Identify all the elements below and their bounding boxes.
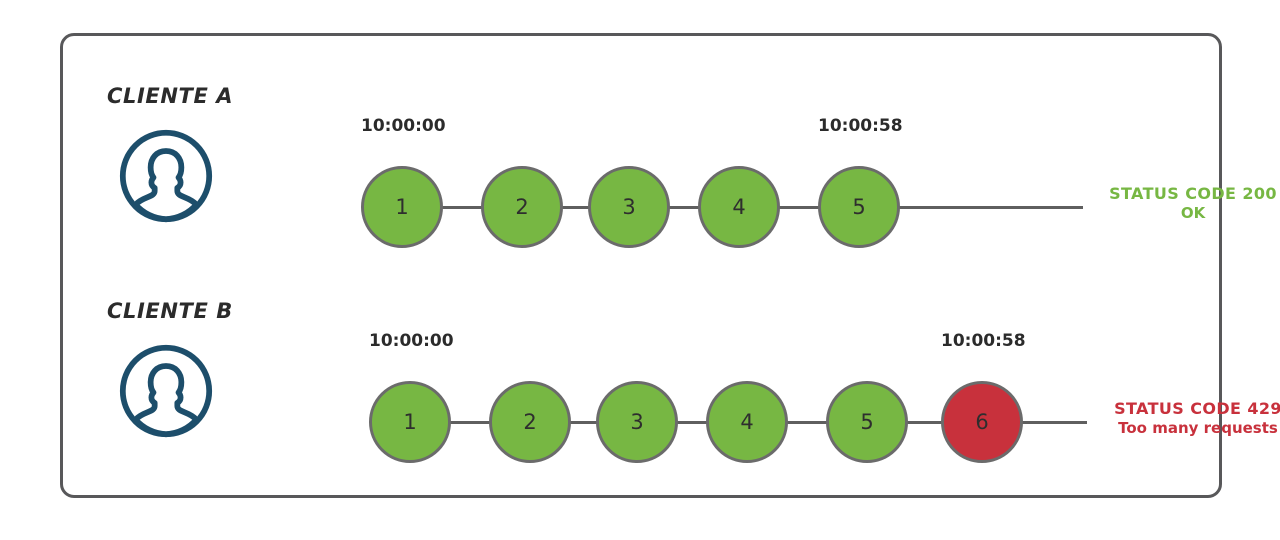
request-node-b-3[interactable]: 3	[596, 381, 678, 463]
request-node-b-1[interactable]: 1	[369, 381, 451, 463]
request-node-a-2[interactable]: 2	[481, 166, 563, 248]
timeline-b: 10:00:00 10:00:58 1 2 3 4 5 6 STATUS COD…	[303, 281, 1280, 491]
request-node-b-2[interactable]: 2	[489, 381, 571, 463]
timestamp-end-b: 10:00:58	[941, 331, 1026, 351]
status-badge-b: STATUS CODE 429 Too many requests	[1093, 399, 1280, 438]
request-node-b-6[interactable]: 6	[941, 381, 1023, 463]
client-row-cliente-b: CLIENTE B 10:00:00 10:00:58 1 2 3 4 5 6 …	[63, 281, 1280, 491]
timeline-a: 10:00:00 10:00:58 1 2 3 4 5 STATUS CODE …	[303, 66, 1280, 276]
request-node-a-1[interactable]: 1	[361, 166, 443, 248]
request-node-a-4[interactable]: 4	[698, 166, 780, 248]
timestamp-start-b: 10:00:00	[369, 331, 454, 351]
diagram-panel: CLIENTE A 10:00:00 10:00:58 1 2 3 4 5 ST…	[60, 33, 1280, 498]
status-message-a: OK	[1180, 204, 1206, 222]
status-code-b: STATUS CODE 429	[1114, 399, 1280, 418]
request-node-b-4[interactable]: 4	[706, 381, 788, 463]
user-avatar-icon	[118, 343, 214, 439]
request-node-a-3[interactable]: 3	[588, 166, 670, 248]
status-code-a: STATUS CODE 200	[1109, 184, 1277, 203]
request-node-a-5[interactable]: 5	[818, 166, 900, 248]
request-node-b-5[interactable]: 5	[826, 381, 908, 463]
client-label-b: CLIENTE B	[107, 299, 233, 323]
client-label-a: CLIENTE A	[107, 84, 234, 108]
status-message-b: Too many requests	[1118, 419, 1278, 437]
user-avatar-icon	[118, 128, 214, 224]
timestamp-end-a: 10:00:58	[818, 116, 903, 136]
timestamp-start-a: 10:00:00	[361, 116, 446, 136]
status-badge-a: STATUS CODE 200 OK	[1093, 184, 1280, 223]
client-row-cliente-a: CLIENTE A 10:00:00 10:00:58 1 2 3 4 5 ST…	[63, 66, 1277, 276]
